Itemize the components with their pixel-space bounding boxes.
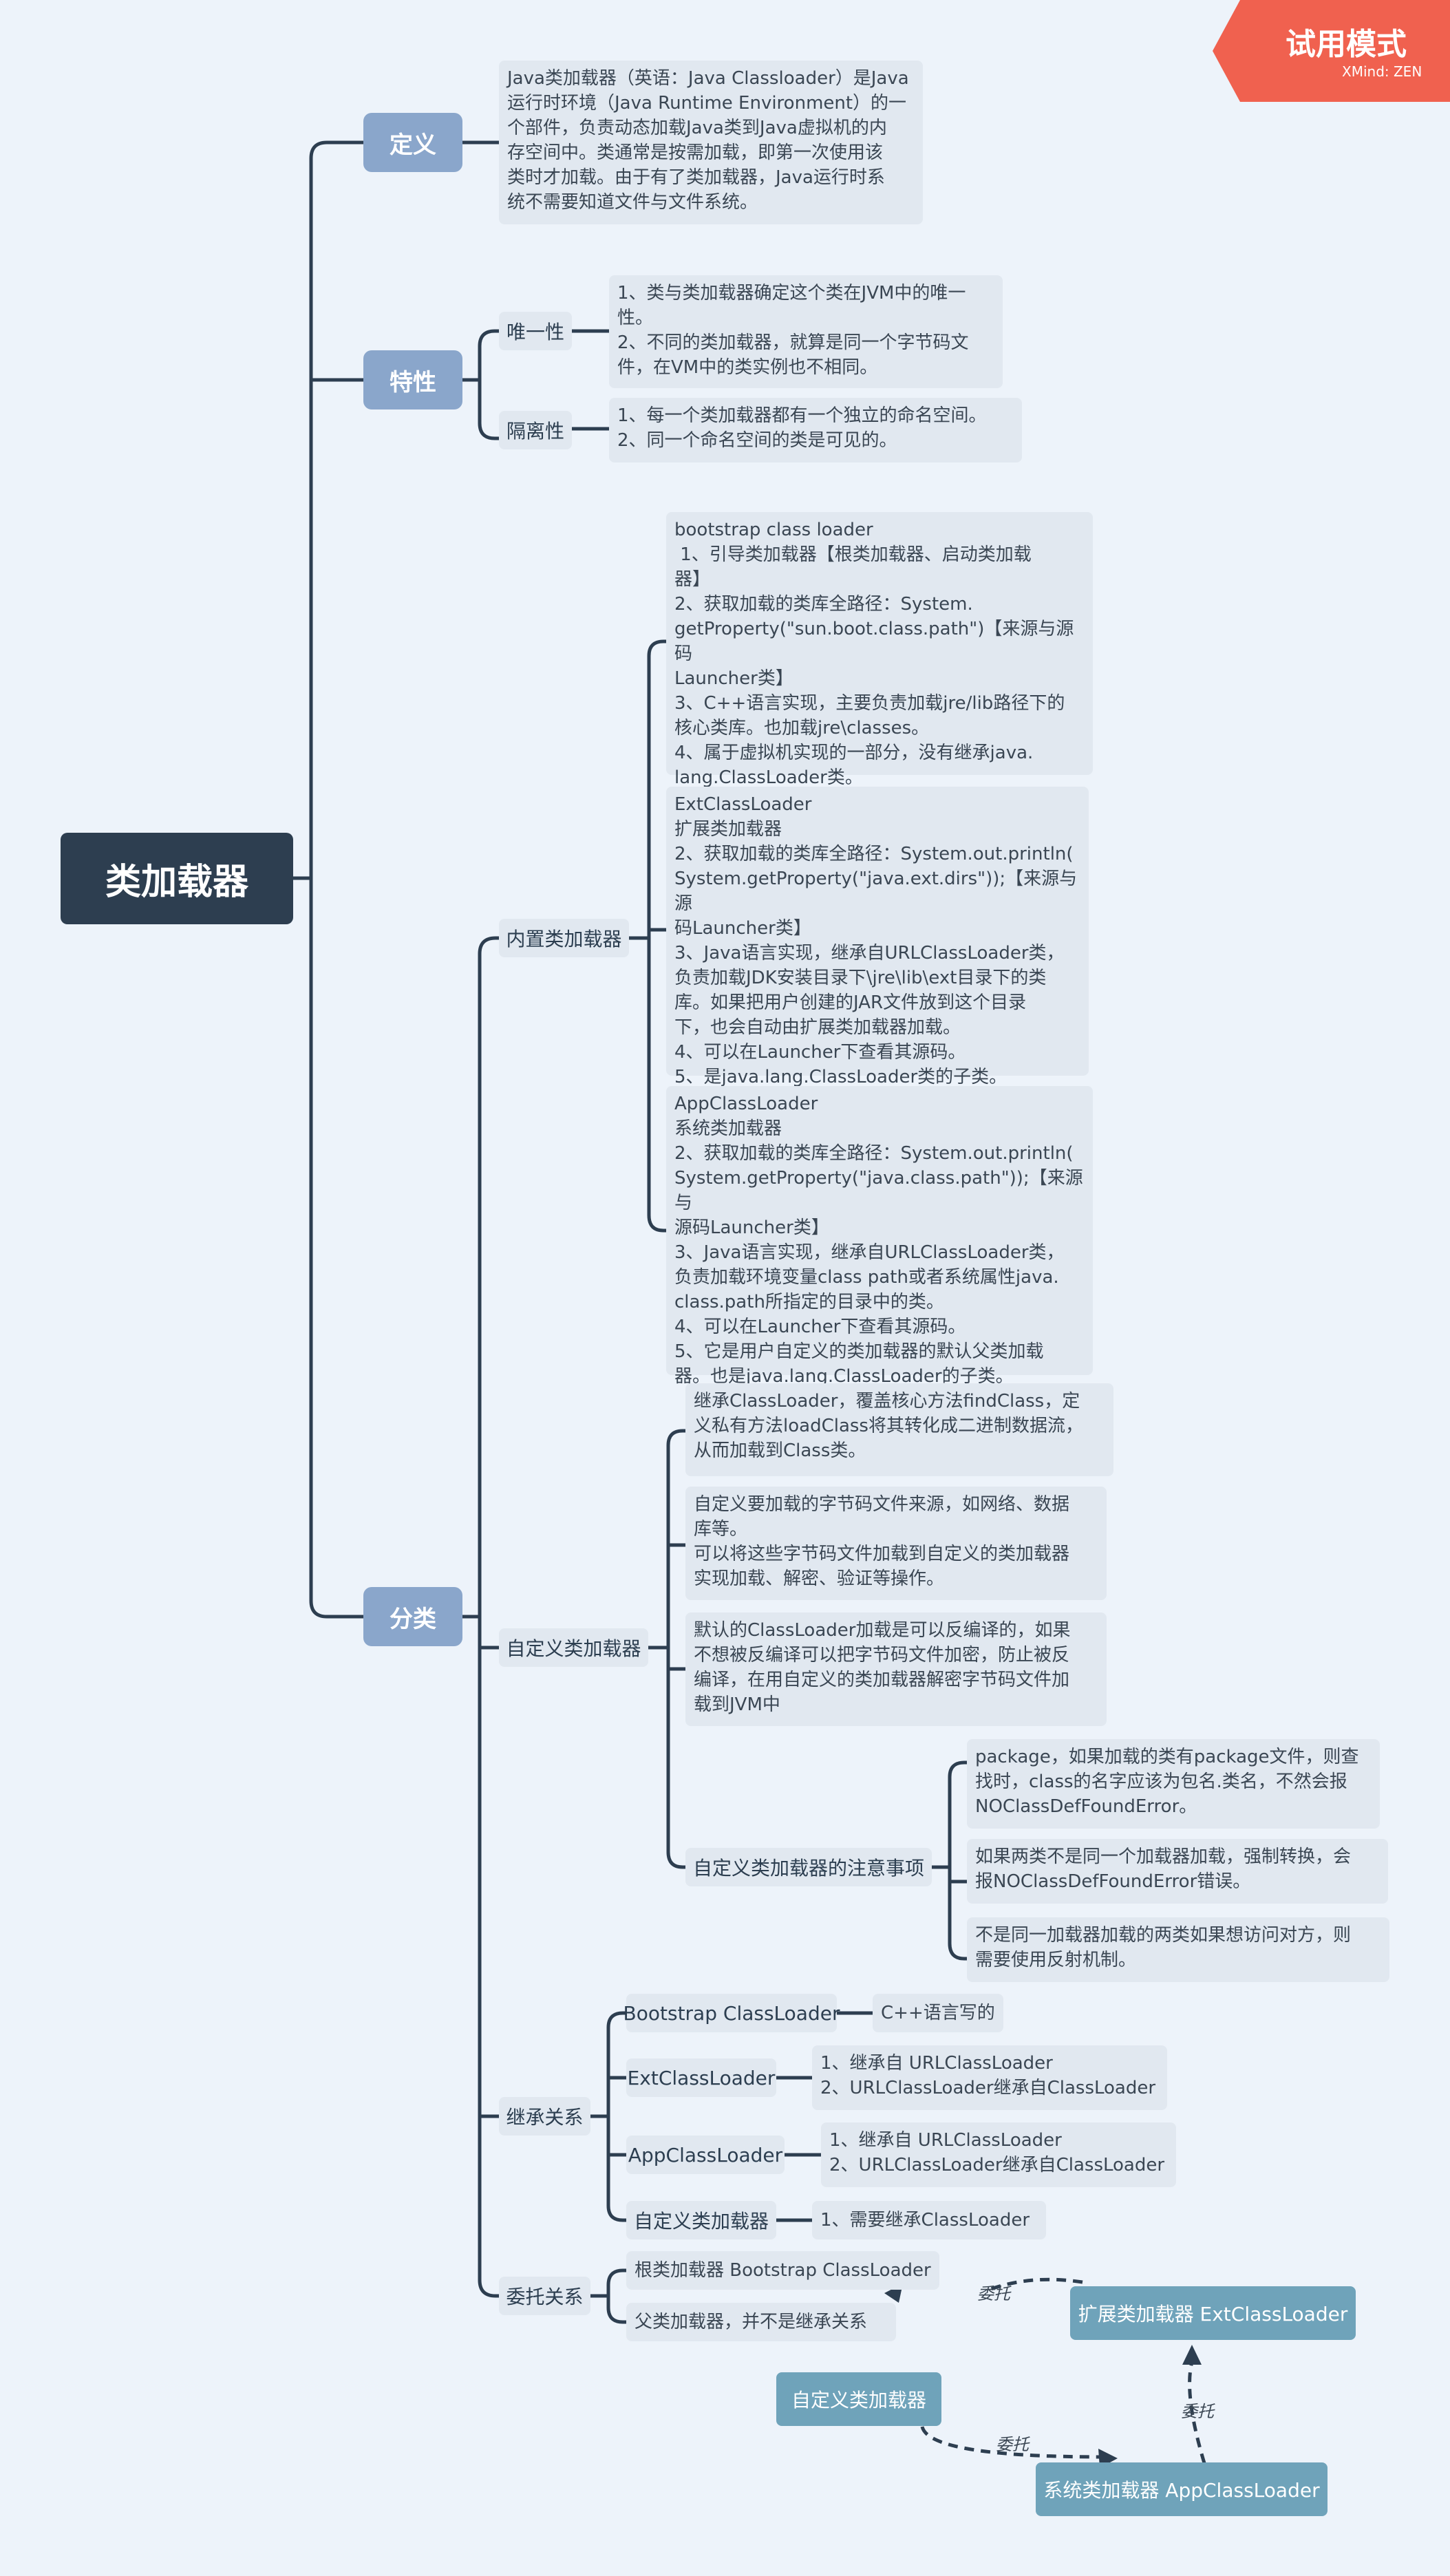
topic-features[interactable]: 特性 xyxy=(363,350,462,409)
edge-builtin xyxy=(627,639,668,1233)
delegation-edge-label: 委托 xyxy=(1181,2402,1214,2421)
ext-loader-text: ExtClassLoader 扩展类加载器 2、获取加载的类库全路径：Syste… xyxy=(666,787,1089,1087)
trial-badge xyxy=(1213,0,1450,102)
notes-text-3: 不是同一加载器加载的两类如果想访问对方，则 需要使用反射机制。 xyxy=(967,1917,1389,1982)
edge-features xyxy=(460,329,611,440)
edge-notes xyxy=(930,1760,969,1961)
edge-classification xyxy=(460,936,501,2298)
edge-delegation xyxy=(588,2268,628,2324)
delegation-app-loader-box[interactable]: 系统类加载器 AppClassLoader xyxy=(1036,2462,1328,2516)
edge-inheritance xyxy=(588,2011,875,2222)
uniqueness-text: 1、类与类加载器确定这个类在JVM中的唯一 性。 2、不同的类加载器，就算是同一… xyxy=(609,275,1003,388)
trial-badge-label: 试用模式 xyxy=(1286,27,1407,62)
delegate-edge-custom-to-app xyxy=(920,2426,1105,2459)
delegate-edge-ext-to-root xyxy=(990,2277,1083,2291)
topic-uniqueness[interactable]: 唯一性 xyxy=(499,312,572,350)
root-topic[interactable]: 类加载器 xyxy=(61,833,293,924)
topic-definition[interactable]: 定义 xyxy=(363,113,462,172)
topic-custom-loader-notes[interactable]: 自定义类加载器的注意事项 xyxy=(685,1848,932,1886)
notes-text-1: package，如果加载的类有package文件，则查 找时，class的名字应… xyxy=(967,1739,1380,1829)
topic-inheritance[interactable]: 继承关系 xyxy=(499,2097,590,2136)
inherit-ext-text: 1、继承自 URLClassLoader 2、URLClassLoader继承自… xyxy=(812,2045,1167,2110)
inherit-custom[interactable]: 自定义类加载器 xyxy=(626,2201,776,2239)
topic-isolation[interactable]: 隔离性 xyxy=(499,411,572,449)
topic-custom-loader[interactable]: 自定义类加载器 xyxy=(499,1628,648,1667)
definition-text: Java类加载器（英语：Java Classloader）是Java 运行时环境… xyxy=(499,61,923,224)
custom-loader-text-3: 默认的ClassLoader加载是可以反编译的，如果 不想被反编译可以把字节码文… xyxy=(685,1612,1107,1726)
inherit-app-text: 1、继承自 URLClassLoader 2、URLClassLoader继承自… xyxy=(821,2122,1176,2187)
delegation-custom-loader-box[interactable]: 自定义类加载器 xyxy=(776,2372,941,2426)
topic-delegation[interactable]: 委托关系 xyxy=(499,2277,590,2315)
inherit-bootstrap-text: C++语言写的 xyxy=(873,1994,1003,2032)
edge-root xyxy=(291,140,365,1619)
delegation-edge-label: 委托 xyxy=(977,2284,1010,2303)
edge-custom xyxy=(646,1429,687,1869)
inherit-ext[interactable]: ExtClassLoader xyxy=(626,2058,776,2097)
arrowhead-ext xyxy=(1182,2345,1202,2365)
topic-builtin-loaders[interactable]: 内置类加载器 xyxy=(499,919,629,957)
trial-badge-brand: XMind: ZEN xyxy=(1342,63,1422,80)
custom-loader-text-1: 继承ClassLoader，覆盖核心方法findClass，定 义私有方法loa… xyxy=(685,1383,1113,1476)
bootstrap-loader-text: bootstrap class loader 1、引导类加载器【根类加载器、启动… xyxy=(666,512,1093,788)
app-loader-text: AppClassLoader 系统类加载器 2、获取加载的类库全路径：Syste… xyxy=(666,1086,1093,1387)
custom-loader-text-2: 自定义要加载的字节码文件来源，如网络、数据 库等。 可以将这些字节码文件加载到自… xyxy=(685,1487,1107,1600)
delegation-ext-loader-box[interactable]: 扩展类加载器 ExtClassLoader xyxy=(1070,2286,1356,2340)
delegation-edge-label: 委托 xyxy=(996,2435,1029,2454)
inherit-custom-text: 1、需要继承ClassLoader xyxy=(812,2201,1046,2239)
isolation-text: 1、每一个类加载器都有一个独立的命名空间。 2、同一个命名空间的类是可见的。 xyxy=(609,398,1022,462)
delegation-root-loader: 根类加载器 Bootstrap ClassLoader xyxy=(626,2251,939,2290)
topic-classification[interactable]: 分类 xyxy=(363,1587,462,1646)
delegation-parent-note: 父类加载器，并不是继承关系 xyxy=(626,2303,896,2341)
notes-text-2: 如果两类不是同一个加载器加载，强制转换，会 报NOClassDefFoundEr… xyxy=(967,1839,1388,1904)
inherit-app[interactable]: AppClassLoader xyxy=(626,2136,785,2174)
inherit-bootstrap[interactable]: Bootstrap ClassLoader xyxy=(623,1994,840,2032)
